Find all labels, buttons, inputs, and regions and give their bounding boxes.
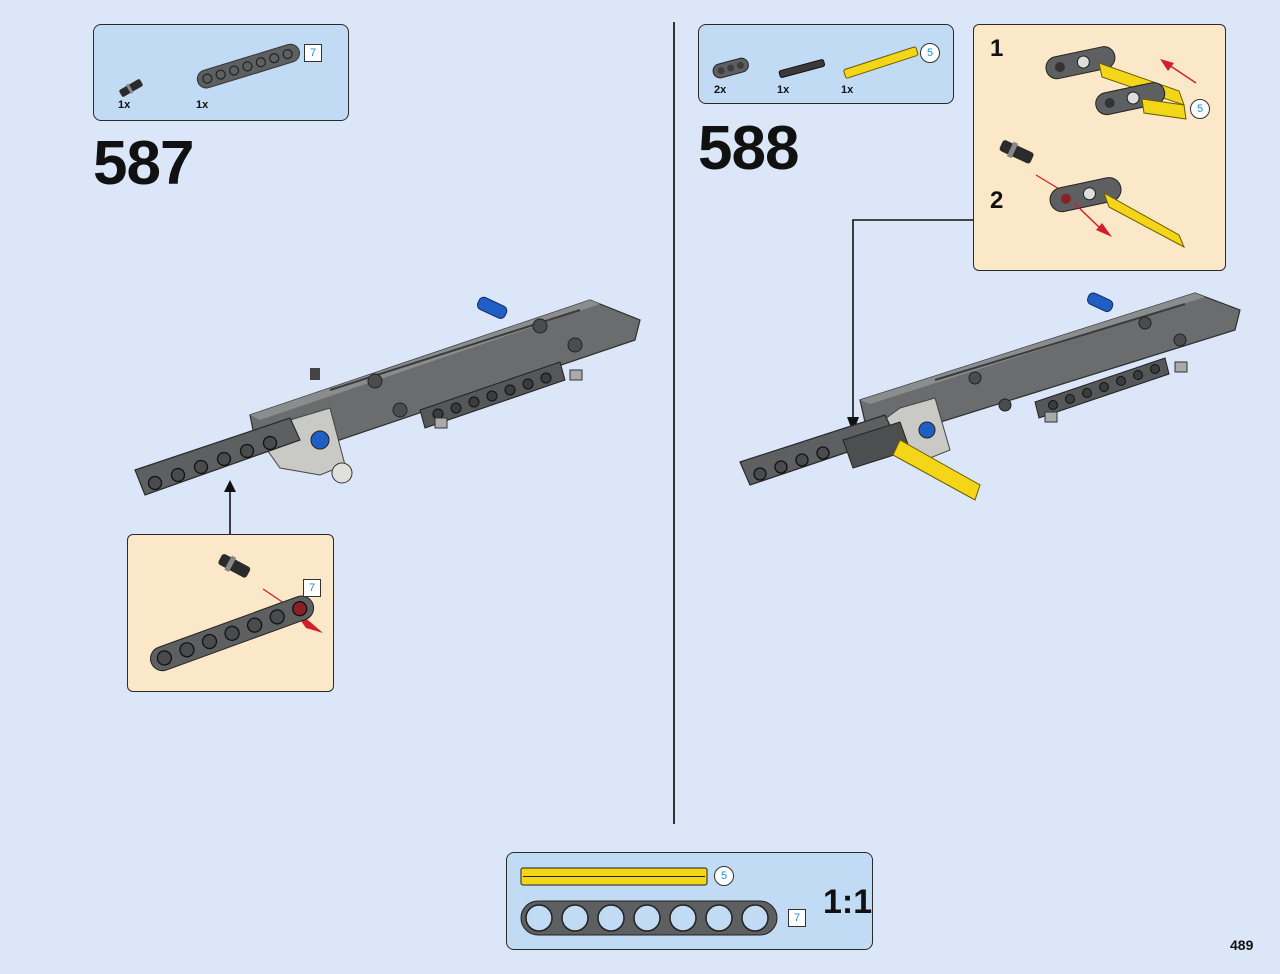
beam-scale-icon	[520, 900, 778, 936]
pin-insertion-illustration	[150, 554, 323, 672]
yellow-axle-icon	[843, 46, 919, 79]
part-qty: 2x	[714, 84, 727, 96]
scale-reference-box: 5 7 1:1	[506, 852, 873, 950]
length-badge: 7	[304, 44, 322, 62]
beam-7-icon	[196, 43, 300, 89]
page-number: 489	[1230, 937, 1254, 953]
yellow-axle-scale-icon	[520, 867, 708, 886]
page-divider	[673, 22, 675, 824]
part-qty: 1x	[841, 84, 854, 96]
length-badge: 5	[1190, 99, 1210, 119]
step-number: 588	[698, 114, 799, 183]
scale-label: 1:1	[823, 883, 873, 921]
black-pin-icon	[119, 79, 143, 97]
black-axle-icon	[778, 59, 826, 78]
assembly-587-illustration	[134, 296, 641, 496]
part-qty: 1x	[118, 99, 131, 111]
step-number: 587	[93, 129, 194, 198]
sub-step-number: 1	[990, 35, 1004, 62]
part-qty: 1x	[196, 99, 209, 111]
parts-box-588: 2x 1x 1x 5	[698, 24, 954, 104]
sub-step-number: 2	[990, 187, 1004, 214]
sub-step-illustration	[999, 46, 1197, 249]
assembly-588-illustration	[739, 292, 1241, 501]
sub-assembly-box-588: 1 2 5	[973, 24, 1226, 271]
length-badge: 7	[788, 909, 806, 927]
length-badge: 5	[714, 866, 734, 886]
parts-box-587: 1x 1x 7	[93, 24, 349, 121]
part-qty: 1x	[777, 84, 790, 96]
arrow-icon	[224, 480, 236, 536]
length-badge: 5	[920, 43, 940, 63]
length-badge: 7	[303, 579, 321, 597]
sub-assembly-box-587: 7	[127, 534, 334, 692]
short-beam-icon	[712, 57, 749, 79]
